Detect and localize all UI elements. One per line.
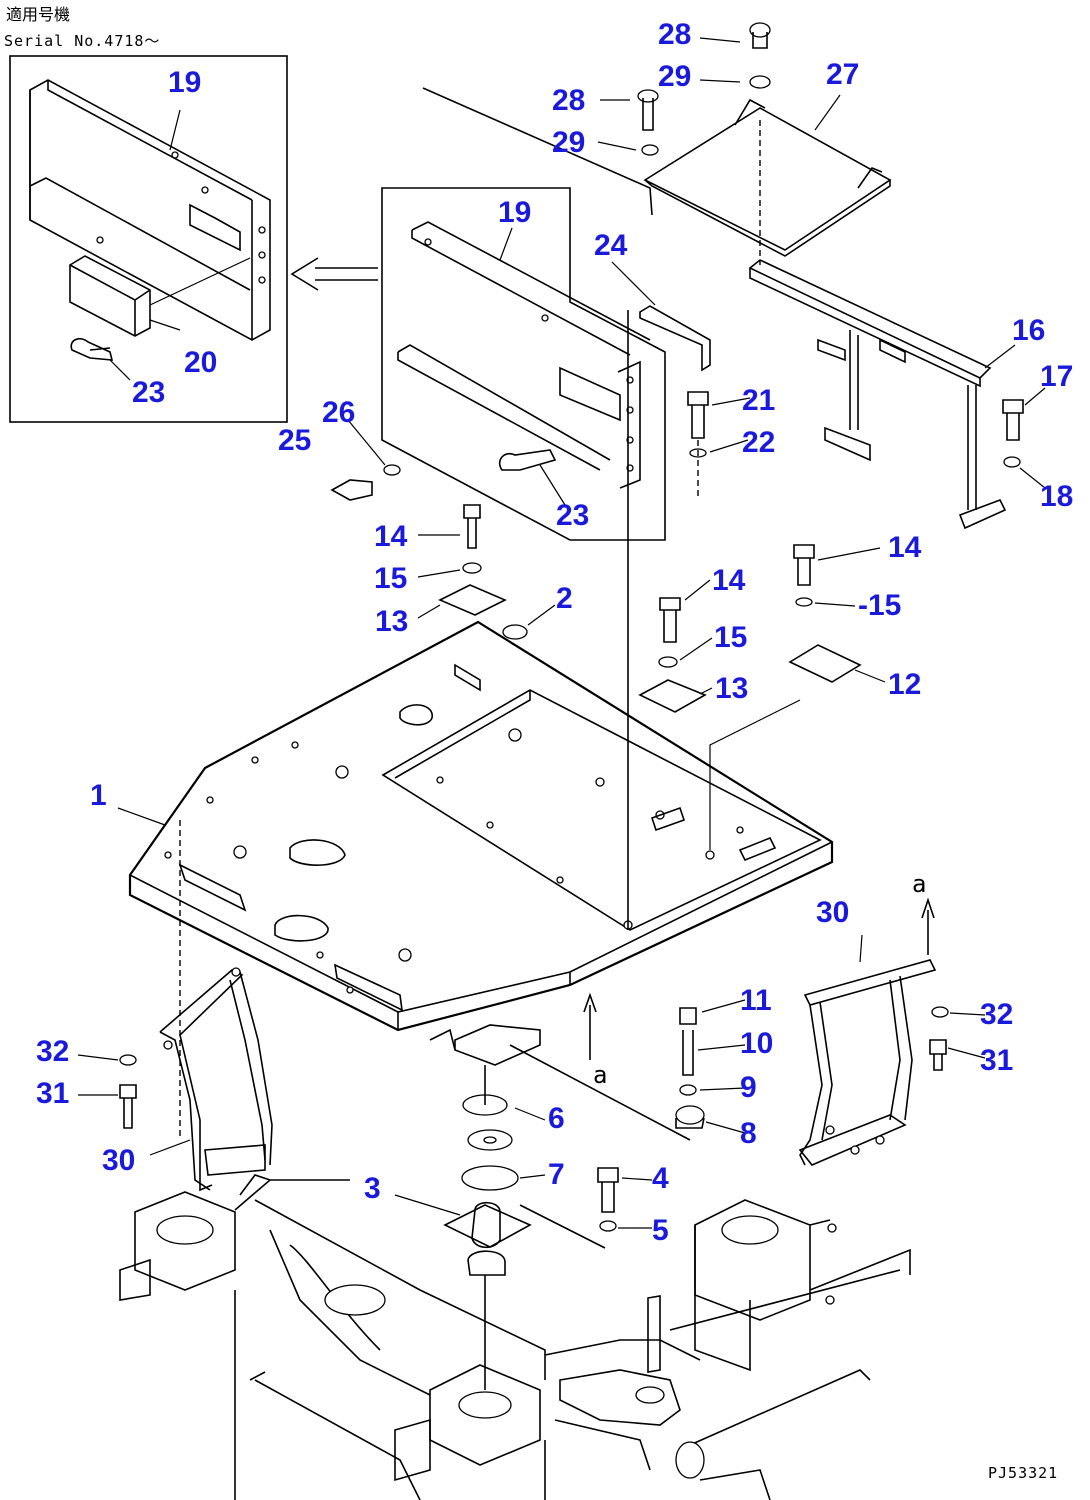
callout-30-right: 30 — [816, 896, 849, 929]
detail-arrow — [290, 257, 378, 291]
callout-23-inset: 23 — [132, 376, 165, 409]
callout-16: 16 — [1012, 314, 1045, 347]
callout-31-right: 31 — [980, 1044, 1013, 1077]
callout-21: 21 — [742, 384, 775, 417]
callout-11: 11 — [740, 984, 772, 1017]
callout-22: 22 — [742, 426, 775, 459]
callout-27: 27 — [826, 58, 859, 91]
callout-30-left: 30 — [102, 1144, 135, 1177]
callout-28-left: 28 — [552, 84, 585, 117]
callout-29-top: 29 — [658, 60, 691, 93]
callout-28-top: 28 — [658, 18, 691, 51]
callout-23-main: 23 — [556, 499, 589, 532]
bolt-set-8-11 — [509, 999, 746, 1141]
callout-14-left: 14 — [374, 520, 408, 553]
callout-7: 7 — [548, 1158, 565, 1191]
support-30-left — [77, 967, 273, 1192]
view-mark-a: a — [912, 870, 926, 898]
callout-26: 26 — [322, 396, 355, 429]
callout-29-left: 29 — [552, 126, 585, 159]
callout-31-left: 31 — [36, 1077, 69, 1110]
callout-25: 25 — [278, 424, 311, 457]
callout-10: 10 — [740, 1027, 773, 1060]
callout-labels: 1 2 3 4 5 6 7 8 9 10 11 12 13 13 14 14 1… — [36, 18, 1073, 1247]
callout-13-middle: 13 — [715, 672, 748, 705]
stand-16 — [748, 259, 1046, 530]
callout-19-inset: 19 — [168, 66, 201, 99]
cover-27 — [422, 22, 892, 265]
callout-1: 1 — [90, 779, 107, 812]
view-arrow-a-left: a — [583, 992, 607, 1089]
callout-2: 2 — [556, 582, 573, 615]
callout-14-middle: 14 — [712, 564, 746, 597]
callout-15-right: -15 — [858, 589, 901, 622]
serial-number-range: Serial No.4718～ — [4, 32, 160, 50]
callout-12: 12 — [888, 668, 921, 701]
view-arrow-a-right: a — [912, 870, 935, 955]
view-mark-a: a — [593, 1061, 607, 1089]
callout-9: 9 — [740, 1071, 757, 1104]
callout-15-left: 15 — [374, 562, 407, 595]
callout-8: 8 — [740, 1117, 757, 1150]
callout-18: 18 — [1040, 480, 1073, 513]
plates-and-bolts — [417, 504, 886, 850]
callout-15-middle: 15 — [714, 621, 747, 654]
support-30-right — [798, 934, 986, 1166]
callout-13-left: 13 — [375, 605, 408, 638]
callout-6: 6 — [548, 1102, 565, 1135]
callout-4: 4 — [652, 1162, 669, 1195]
callout-32-left: 32 — [36, 1035, 69, 1068]
floor-frame-1 — [117, 310, 834, 1140]
callout-32-right: 32 — [980, 998, 1013, 1031]
revolving-frame — [119, 1174, 911, 1500]
callout-24: 24 — [594, 229, 628, 262]
mount-parts — [394, 1065, 653, 1390]
serial-applicability-label: 適用号機 — [6, 5, 70, 24]
inset-detail-box — [9, 55, 288, 423]
bracket-assembly — [330, 187, 751, 541]
callout-14-right: 14 — [888, 531, 922, 564]
drawing-code: PJ53321 — [988, 1464, 1058, 1482]
callout-5: 5 — [652, 1214, 669, 1247]
callout-20: 20 — [184, 346, 217, 379]
callout-17: 17 — [1040, 360, 1073, 393]
callout-3: 3 — [364, 1172, 381, 1205]
callout-19-main: 19 — [498, 196, 531, 229]
